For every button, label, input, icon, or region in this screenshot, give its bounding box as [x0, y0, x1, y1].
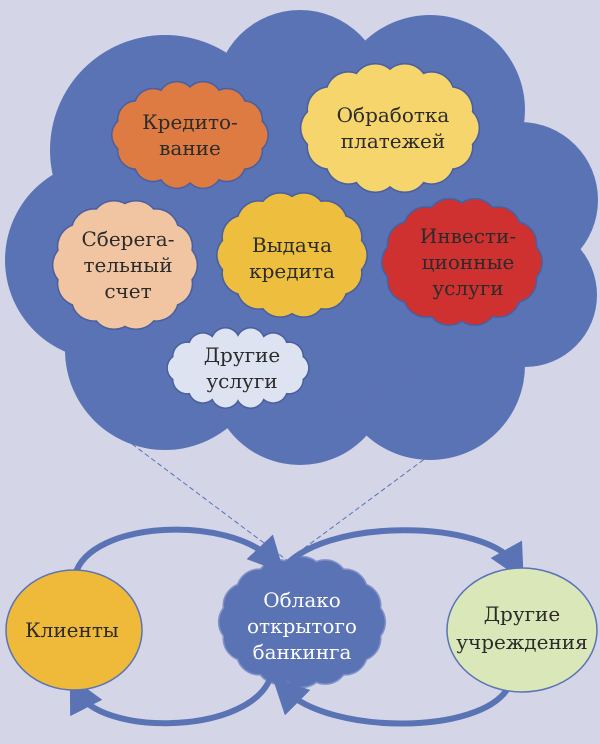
payments-label-line: Обработка — [337, 103, 450, 127]
loan-issue-label-line: кредита — [249, 259, 335, 283]
other-institutions-label: Другие учреждения — [456, 602, 587, 654]
payments-label-line: платежей — [341, 129, 445, 153]
payments-cloud — [299, 62, 481, 194]
open-banking-label-line: открытого — [247, 614, 357, 638]
other-institutions-label-line: учреждения — [456, 630, 587, 654]
investment-label-line: Инвести- — [420, 224, 516, 248]
savings-label-line: счет — [104, 279, 151, 303]
savings-label-line: тельный — [83, 253, 172, 277]
lending-cloud — [111, 80, 269, 190]
savings-label-line: Сберега- — [82, 227, 175, 251]
other-institutions-node — [446, 567, 598, 693]
loan-issue-cloud — [216, 192, 368, 318]
arrow-cloud-to-clients — [69, 675, 271, 727]
clients-node — [5, 569, 143, 691]
lending-label: Кредито-вание — [142, 110, 238, 160]
open-banking-label-line: банкинга — [253, 640, 352, 664]
other-services-label-line: Другие — [204, 343, 280, 367]
clients-label: Клиенты — [25, 618, 119, 642]
arrow-institutions-to-cloud — [272, 677, 511, 727]
other-institutions-label-line: Другие — [484, 602, 560, 626]
investment-label-line: услуги — [432, 276, 503, 300]
savings-cloud — [51, 199, 199, 331]
clients-label-line: Клиенты — [25, 618, 119, 642]
open-banking-cloud — [217, 555, 387, 689]
other-services-cloud — [166, 327, 310, 409]
investment-cloud — [381, 198, 543, 326]
lending-label-line: Кредито- — [142, 110, 238, 134]
other-services-label-line: услуги — [206, 369, 277, 393]
arrow-cloud-to-institutions — [277, 527, 524, 581]
arrow-clients-to-cloud — [72, 526, 285, 578]
open-banking-label-line: Облако — [263, 588, 341, 612]
lending-label-line: вание — [159, 136, 221, 160]
loan-issue-label-line: Выдача — [252, 233, 332, 257]
investment-label-line: ционные — [422, 250, 515, 274]
